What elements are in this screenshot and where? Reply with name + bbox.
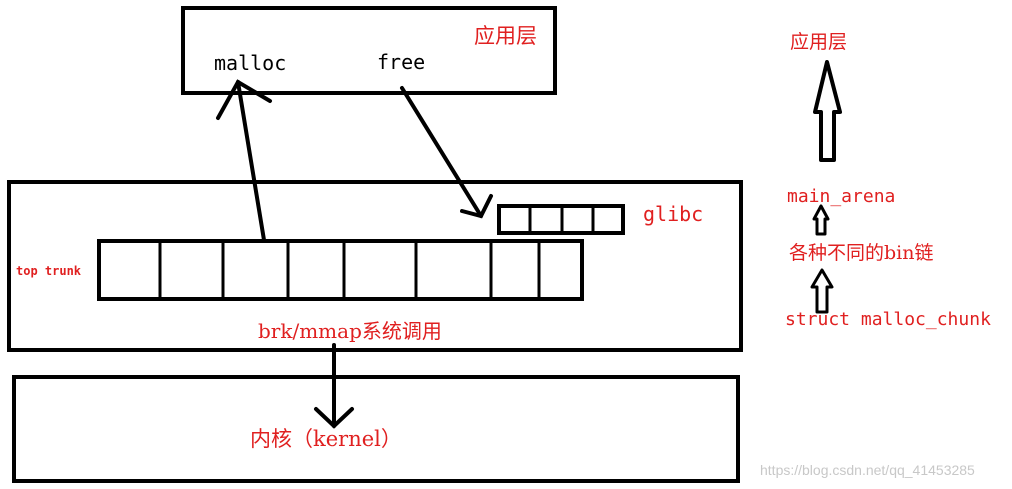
legend-app-layer: 应用层 xyxy=(790,31,847,53)
free-label: free xyxy=(377,50,425,74)
legend-up-arrow-large xyxy=(813,60,842,162)
syscall-label: brk/mmap系统调用 xyxy=(258,319,442,343)
syscall-arrow xyxy=(314,343,354,429)
heap-chunk-row xyxy=(97,239,584,301)
free-arrow xyxy=(400,86,493,219)
legend-main-arena: main_arena xyxy=(787,186,895,207)
legend-bin-chains: 各种不同的bin链 xyxy=(789,242,933,264)
legend-malloc-chunk: struct malloc_chunk xyxy=(785,309,991,330)
app-layer-box xyxy=(181,6,557,95)
watermark: https://blog.csdn.net/qq_41453285 xyxy=(760,462,975,478)
bin-chunk-list xyxy=(497,204,625,235)
glibc-layer-box xyxy=(7,180,743,352)
app-layer-title: 应用层 xyxy=(474,24,537,48)
kernel-layer-box xyxy=(12,375,740,483)
kernel-label: 内核（kernel） xyxy=(250,427,402,451)
glibc-label: glibc xyxy=(643,202,703,226)
malloc-label: malloc xyxy=(214,51,286,75)
legend-up-arrow-small-2 xyxy=(810,268,834,314)
top-trunk-label: top trunk xyxy=(16,264,82,278)
malloc-arrow xyxy=(216,79,272,242)
legend-up-arrow-small-1 xyxy=(812,204,830,236)
